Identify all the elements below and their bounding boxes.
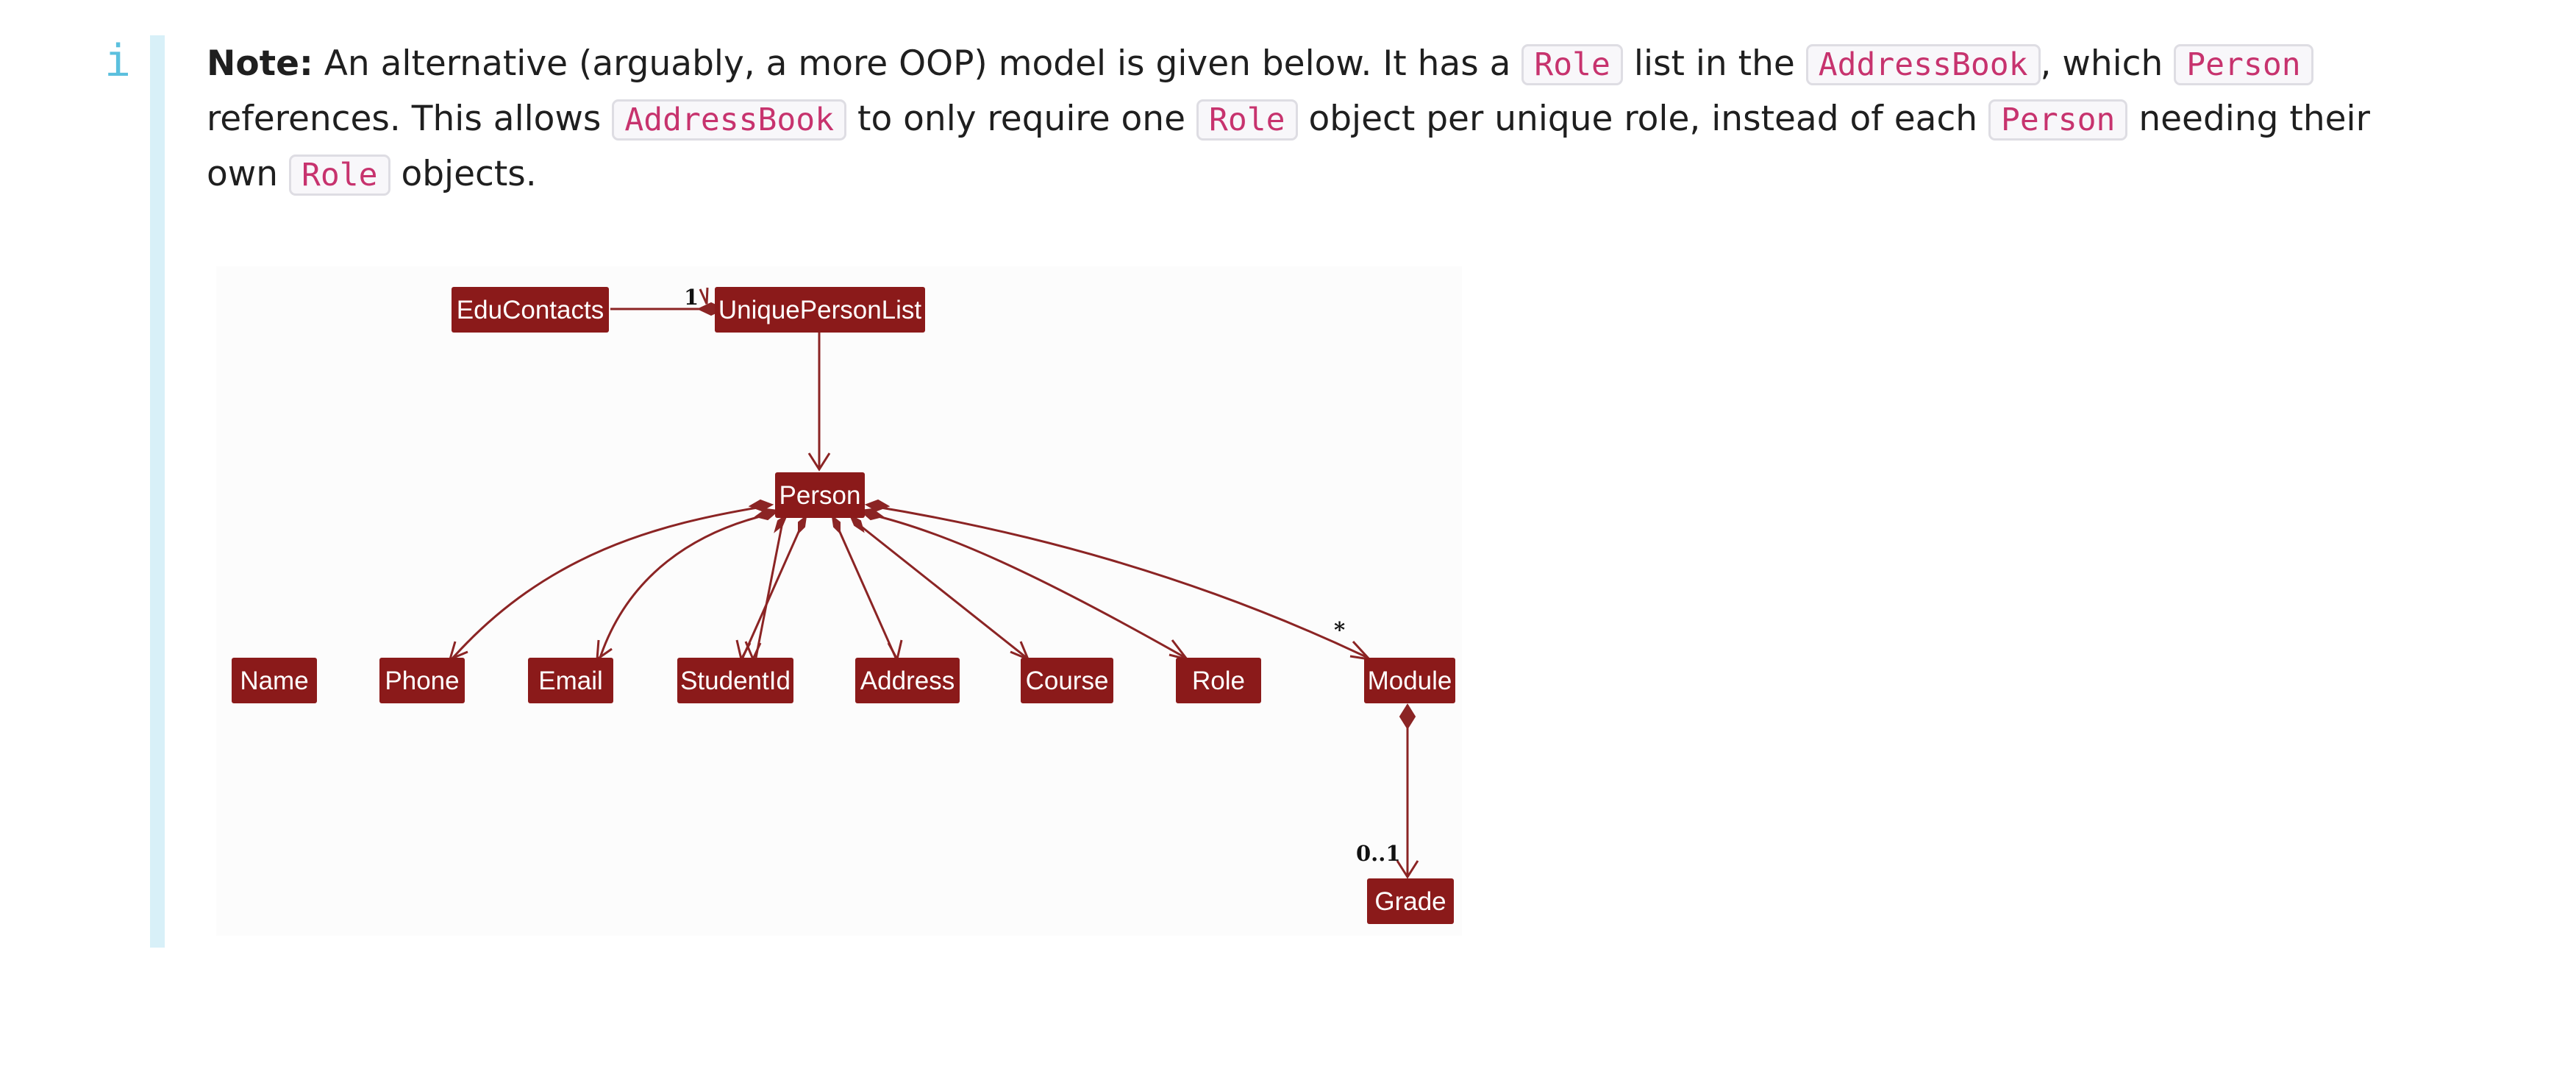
note-label: Note: — [207, 43, 313, 84]
composition-diamond — [864, 499, 891, 512]
note-text-segment: objects. — [390, 154, 537, 194]
multiplicity-label: * — [1334, 617, 1345, 642]
composition-diamond — [774, 513, 789, 533]
class-node-studentid: StudentId — [677, 658, 793, 703]
note-paragraph: Note: An alternative (arguably, a more O… — [207, 37, 2442, 202]
inline-code: Person — [2174, 44, 2313, 85]
inline-code: AddressBook — [1805, 44, 2041, 85]
svg-text:UniquePersonList: UniquePersonList — [718, 296, 922, 324]
arrowhead — [699, 287, 709, 305]
composition-diamond — [858, 508, 885, 521]
edge-educontacts-uniquepersonlist: 1 — [610, 285, 726, 316]
svg-text:Email: Email — [538, 667, 603, 695]
arrowhead — [1396, 860, 1419, 879]
svg-text:EduContacts: EduContacts — [457, 296, 604, 324]
class-node-email: Email — [528, 658, 613, 703]
class-node-name: Name — [232, 658, 317, 703]
class-node-person: Person — [775, 472, 865, 518]
svg-text:Module: Module — [1368, 667, 1452, 695]
composition-diamond — [1399, 703, 1416, 730]
edge-person-module: * — [864, 499, 1372, 661]
inline-code: AddressBook — [612, 99, 847, 141]
multiplicity-label: 1 — [684, 285, 699, 310]
svg-text:Phone: Phone — [385, 667, 459, 695]
svg-text:Address: Address — [860, 667, 955, 695]
arrowhead — [807, 452, 831, 472]
svg-text:Role: Role — [1192, 667, 1245, 695]
callout-bar — [150, 35, 165, 948]
multiplicity-label: 0..1 — [1356, 841, 1401, 866]
edge-person-studentid — [735, 514, 807, 663]
composition-diamond — [754, 508, 780, 521]
class-node-role: Role — [1176, 658, 1261, 703]
note-text-segment: references. This allows — [207, 99, 613, 139]
svg-text:Person: Person — [779, 481, 861, 510]
inline-code: Person — [1988, 99, 2128, 141]
note-text-segment: , which — [2040, 43, 2174, 84]
edge-uniquepersonlist-person — [807, 333, 831, 472]
edge-person-role — [858, 508, 1190, 661]
note-text-segment: object per unique role, instead of each — [1297, 99, 1989, 139]
svg-text:Grade: Grade — [1374, 887, 1446, 916]
note-text-segment: An alternative (arguably, a more OOP) mo… — [313, 43, 1522, 84]
composition-diamond — [748, 499, 774, 512]
svg-text:Course: Course — [1026, 667, 1109, 695]
composition-diamond — [798, 514, 807, 535]
composition-diamond — [848, 513, 865, 533]
class-node-grade: Grade — [1367, 878, 1454, 924]
class-node-module: Module — [1364, 658, 1455, 703]
class-node-course: Course — [1021, 658, 1113, 703]
class-node-uniquepersonlist: UniquePersonList — [715, 287, 925, 333]
svg-text:StudentId: StudentId — [680, 667, 791, 695]
note-text-segment: to only require one — [846, 99, 1196, 139]
inline-code: Role — [288, 154, 390, 196]
note-text-segment: needing their own — [207, 99, 2370, 194]
inline-code: Role — [1196, 99, 1298, 141]
class-node-educontacts: EduContacts — [452, 287, 609, 333]
composition-diamond — [831, 514, 841, 535]
uml-class-diagram: 1 — [216, 266, 1462, 936]
info-icon: i — [104, 35, 132, 87]
inline-code: Role — [1521, 44, 1623, 85]
svg-text:Name: Name — [240, 667, 308, 695]
note-text-segment: list in the — [1622, 43, 1806, 84]
class-node-address: Address — [855, 658, 960, 703]
edge-person-name — [448, 499, 774, 661]
edge-module-grade: 0..1 — [1356, 703, 1419, 879]
class-node-phone: Phone — [379, 658, 465, 703]
edge-person-address — [831, 514, 903, 663]
